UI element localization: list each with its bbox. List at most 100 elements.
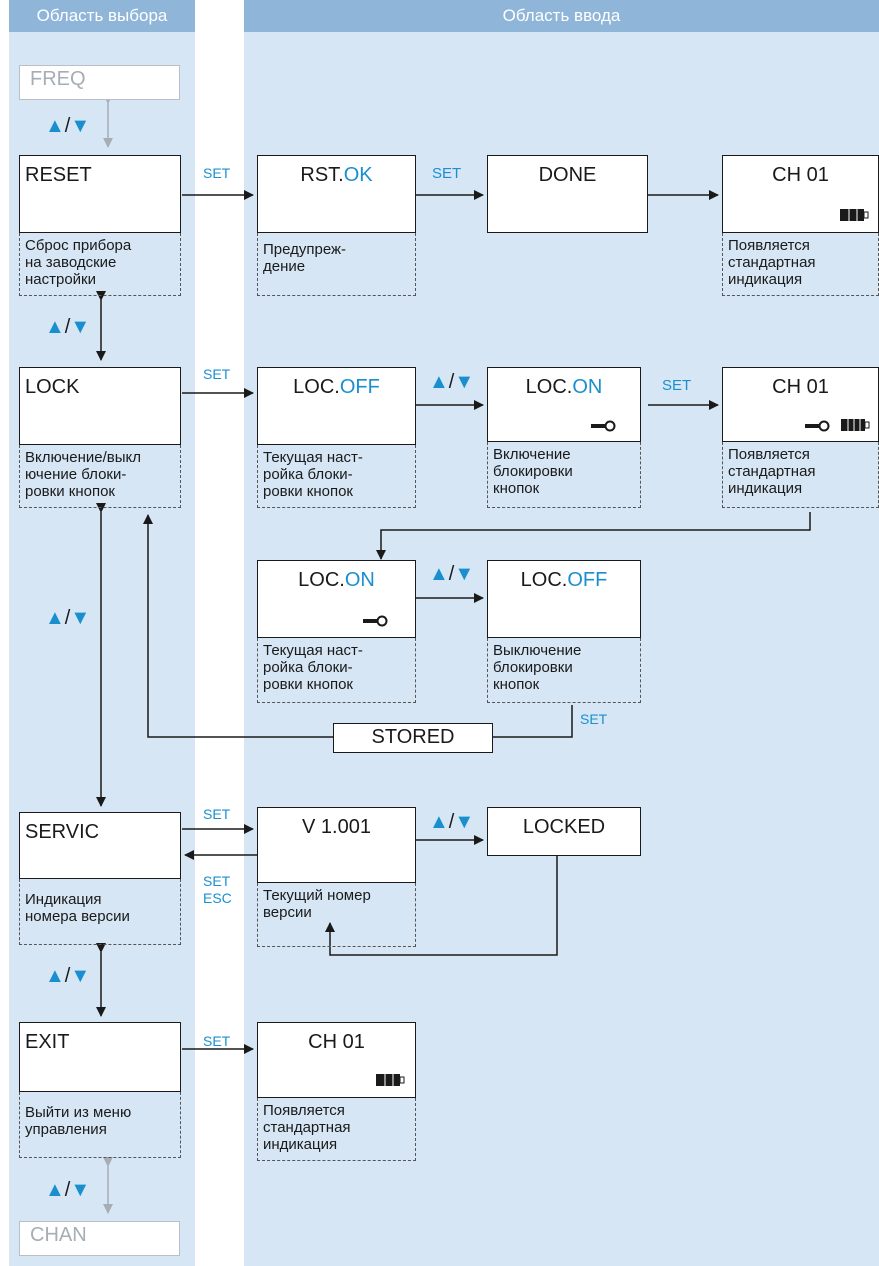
desc-line: Текущий номер: [263, 887, 371, 904]
desc-line: Сброс прибора: [25, 237, 132, 254]
desc-line: блокировки: [493, 463, 573, 480]
desc-line: настройки: [25, 271, 97, 288]
set-label: SET: [203, 165, 231, 181]
up-down-arrow-icon: ▲/▼: [45, 607, 91, 629]
desc-line: Появляется: [263, 1102, 345, 1119]
menu-item-freq-label: FREQ: [30, 68, 86, 90]
loc-on-text: LOC.ON: [258, 569, 415, 592]
locked-screen: LOCKED: [487, 807, 641, 856]
loc-on-value: ON: [344, 569, 375, 591]
menu-item-lock[interactable]: LOCK: [19, 367, 181, 445]
loc-off-text: LOC.OFF: [258, 376, 415, 399]
rst-prefix: RST.: [300, 164, 344, 186]
ch-screen-lock: CH 01: [722, 367, 879, 442]
desc-line: кнопок: [493, 480, 540, 497]
desc-line: ровки кнопок: [263, 676, 353, 693]
menu-item-chan[interactable]: CHAN: [19, 1221, 180, 1256]
up-down-arrow-icon: ▲/▼: [45, 965, 91, 987]
desc-line: стандартная: [728, 463, 816, 480]
ch-exit-description: Появляется стандартная индикация: [257, 1098, 416, 1161]
loc-off-new-screen: LOC.OFF: [487, 560, 641, 638]
set-label: SET: [580, 711, 608, 727]
version-text: V 1.001: [302, 816, 371, 838]
loc-off-value: OFF: [339, 376, 380, 398]
loc-on-screen: LOC.ON: [487, 367, 641, 442]
up-down-arrow-icon: ▲/▼: [45, 1179, 91, 1201]
loc-off-new-description: Выключение блокировки кнопок: [487, 638, 641, 703]
set-label: SET: [203, 1033, 231, 1049]
menu-item-servic[interactable]: SERVIC: [19, 812, 181, 879]
menu-item-exit-label: EXIT: [25, 1031, 70, 1053]
loc-prefix: LOC.: [525, 376, 573, 398]
channel-text: CH 01: [308, 1031, 365, 1053]
loc-prefix: LOC.: [293, 376, 340, 398]
desc-line: ючение блоки-: [25, 466, 127, 483]
menu-item-servic-label: SERVIC: [25, 821, 100, 843]
menu-item-exit[interactable]: EXIT: [19, 1022, 181, 1092]
desc-line: управления: [25, 1121, 107, 1138]
channel-text: CH 01: [772, 164, 829, 186]
done-text: DONE: [538, 164, 597, 186]
desc-line: Появляется: [728, 446, 810, 463]
desc-line: Индикация: [25, 891, 102, 908]
up-down-arrow-icon: ▲/▼: [429, 563, 475, 585]
esc-label: ESC: [203, 890, 232, 906]
key-icon: [591, 420, 616, 432]
desc-line: индикация: [728, 480, 803, 497]
loc-on-value: ON: [572, 376, 603, 398]
exit-description: Выйти из меню управления: [19, 1092, 181, 1158]
battery-icon: [840, 209, 869, 221]
desc-line: кнопок: [493, 676, 540, 693]
desc-line: ройка блоки-: [263, 466, 353, 483]
up-down-arrow-icon: ▲/▼: [429, 811, 475, 833]
desc-line: версии: [263, 904, 312, 921]
desc-line: блокировки: [493, 659, 573, 676]
loc-off-description: Текущая наст- ройка блоки- ровки кнопок: [257, 445, 416, 508]
menu-item-reset-label: RESET: [25, 164, 92, 186]
ch-screen-reset: CH 01: [722, 155, 879, 233]
desc-line: Выключение: [493, 642, 582, 659]
desc-line: ровки кнопок: [263, 483, 353, 500]
rst-ok-screen: RST.OK: [257, 155, 416, 233]
set-label: SET: [203, 366, 231, 382]
set-label: SET: [203, 806, 231, 822]
desc-line: Текущая наст-: [263, 642, 363, 659]
loc-prefix: LOC.: [520, 569, 568, 591]
menu-item-freq[interactable]: FREQ: [19, 65, 180, 100]
loc-on-current-description: Текущая наст- ройка блоки- ровки кнопок: [257, 638, 416, 703]
stored-screen: STORED: [333, 723, 493, 753]
up-down-arrow-icon: ▲/▼: [45, 115, 91, 137]
rst-ok-description: Предупреж- дение: [257, 233, 416, 296]
rst-ok-value: OK: [343, 164, 373, 186]
desc-line: индикация: [263, 1136, 338, 1153]
desc-line: стандартная: [728, 254, 816, 271]
done-screen: DONE: [487, 155, 648, 233]
reset-description: Сброс прибора на заводские настройки: [19, 233, 181, 296]
desc-line: Текущая наст-: [263, 449, 363, 466]
battery-icon: [841, 419, 870, 431]
loc-on-text: LOC.ON: [488, 376, 640, 399]
up-down-arrow-icon: ▲/▼: [429, 371, 475, 393]
ch-reset-description: Появляется стандартная индикация: [722, 233, 879, 296]
channel-text: CH 01: [772, 376, 829, 398]
selection-area-header: Область выбора: [9, 0, 195, 32]
menu-item-reset[interactable]: RESET: [19, 155, 181, 233]
locked-text: LOCKED: [522, 816, 606, 838]
desc-line: ровки кнопок: [25, 483, 115, 500]
desc-line: стандартная: [263, 1119, 351, 1136]
input-area-header: Область ввода: [244, 0, 879, 32]
desc-line: номера версии: [25, 908, 130, 925]
set-label: SET: [432, 165, 462, 182]
battery-icon: [376, 1074, 405, 1086]
set-label: SET: [662, 377, 692, 394]
loc-off-screen: LOC.OFF: [257, 367, 416, 445]
ch-lock-description: Появляется стандартная индикация: [722, 442, 879, 508]
menu-item-chan-label: CHAN: [30, 1224, 87, 1246]
loc-on-description: Включение блокировки кнопок: [487, 442, 641, 508]
desc-line: ройка блоки-: [263, 659, 353, 676]
servic-description: Индикация номера версии: [19, 879, 181, 945]
up-down-arrow-icon: ▲/▼: [45, 316, 91, 338]
desc-line: на заводские: [25, 254, 117, 271]
